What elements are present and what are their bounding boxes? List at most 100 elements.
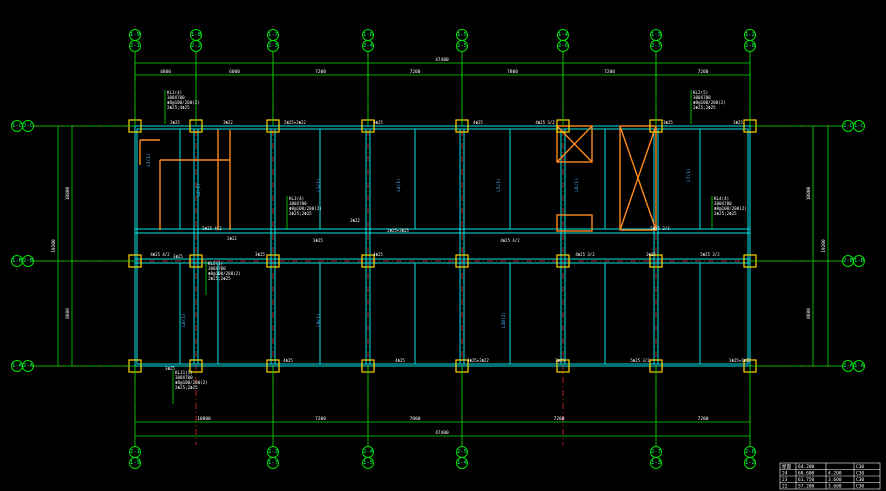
slab-label: L7(1) [686,168,692,182]
axis-bubble [557,40,569,52]
axis-bubble [22,360,34,372]
table-cell: 23 [782,477,788,483]
axis-label: 1-7 [268,460,278,466]
top-dim-text: 7200 [315,69,326,75]
callout-line: 2Φ25;2Φ25 [693,105,716,110]
outer-beam-frame-inner [136,128,749,365]
axis-bubble [129,40,141,52]
axis-label: 2-2 [191,43,201,49]
right-dim-text: 8600 [806,308,812,319]
axis-label: 1-8 [191,32,201,38]
top-total-dim: 47400 [435,57,449,63]
axis-bubble [362,40,374,52]
axis-bubble [22,255,34,267]
table-cell: 屋面 [782,464,791,470]
table-cell: 24 [782,470,788,476]
callout-line: 300X700 [167,95,185,100]
callout-line: Φ8@100/200(2) [693,100,726,105]
callout-line: KL5(1) [208,261,223,266]
slab-label: L6(1) [574,178,580,192]
callout-line: KL2(5) [693,90,708,95]
axis-label: 2-B [843,258,854,264]
axis-label: 1-6 [363,32,373,38]
bottom-dim-text: 7200 [554,416,565,422]
beam-label: 4Φ25 [373,252,383,257]
beam-label: 5Φ25 3/2 [700,252,720,257]
table-cell: 22 [782,483,788,489]
table-cell: 3.600 [828,477,842,483]
axis-label: 1-C [12,123,22,129]
beam-label: 4Φ25 3/2 [575,252,595,257]
shaft-a-cross-2 [556,125,593,163]
column [556,254,570,268]
axis-label: 1-A [12,363,23,369]
column [266,254,280,268]
axis-label: 2-3 [268,43,278,49]
callout-line: Φ8@100/200(2) [208,271,241,276]
axis-label: 2-A [23,363,34,369]
top-dim-text: 6000 [229,69,240,75]
bottom-dim-text: 7200 [315,416,326,422]
axis-label: 2-A [843,363,854,369]
beam-label: 3Φ25 [170,120,180,125]
callout-line: 300X700 [714,201,732,206]
shaft-b [619,125,657,231]
beam-label: 3Φ25 [313,238,323,243]
axis-label: 1-5 [363,460,373,466]
axis-label: 2-7 [651,43,661,49]
outer-beam-frame [134,125,751,367]
shaft-c [556,214,593,232]
axis-bubble [456,40,468,52]
axis-label: 2-1 [130,43,140,49]
stair-shaft-area [139,125,657,232]
axis-bubble [744,457,756,469]
beam-label: 3Φ22 [350,218,360,223]
callout-line: Φ8@100/200(2) [167,100,200,105]
callout-line: 2Φ25;2Φ25 [289,211,312,216]
axis-bubble [456,457,468,469]
beam-label: 4Φ25 [395,358,405,363]
callout-line: 2Φ25;2Φ25 [714,211,737,216]
right-dim-text: 10800 [806,186,812,200]
beam-label: 2Φ25+2Φ22 [284,120,306,125]
beam-label: 4Φ25 4/2 [150,252,170,257]
axis-label: 2-4 [363,449,374,455]
beam-label: 4Φ25 [473,120,483,125]
table-cell: 64.200 [798,464,815,470]
beam-label: 3Φ25+2Φ22 [729,358,751,363]
top-dim-text: 7200 [698,69,709,75]
right-total-dim: 19200 [821,239,827,253]
beam-label: 3Φ25+2Φ22 [467,358,489,363]
axis-label: 1-7 [268,32,278,38]
axis-label: 2-5 [457,449,467,455]
top-dim-text: 7800 [507,69,518,75]
shaft-a [556,125,593,163]
shaft-b-cross-2 [619,125,657,231]
top-dim-text: 7200 [410,69,421,75]
callout-line: KL4(4) [714,196,729,201]
axis-label: 1-9 [130,32,140,38]
bottom-total-dim: 47400 [435,430,449,436]
axis-bubble [853,360,865,372]
axis-label: 1-A [854,363,865,369]
column [649,254,663,268]
callout-line: Φ8@100/200(2) [714,206,747,211]
dimension-chains: 47400 47400 19200 19200 [51,57,829,437]
axis-bubble [362,457,374,469]
axis-bubble [22,120,34,132]
axis-bubble [853,120,865,132]
beam-label: 4Φ25 3/2 [535,120,555,125]
callout-line: 300X700 [289,201,307,206]
beam-label: 3Φ25 [646,252,656,257]
axis-label: 2-8 [745,449,755,455]
axis-bubble [650,40,662,52]
axis-bubble [267,40,279,52]
axis-label: 2-7 [651,449,661,455]
axis-label: 1-3 [651,460,661,466]
left-dim-text: 8600 [65,308,71,319]
axis-label: 1-3 [651,32,661,38]
